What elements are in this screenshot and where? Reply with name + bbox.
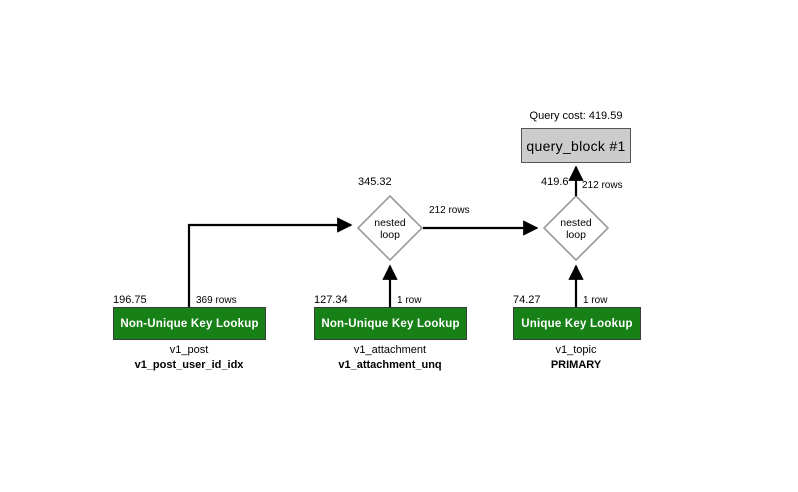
lookup-v1-post-title: Non-Unique Key Lookup xyxy=(120,317,259,330)
nested-loop-2-node[interactable]: nested loop xyxy=(544,196,608,262)
lookup-v1-attachment-rows: 1 row xyxy=(397,295,422,306)
nested-loop-1-line1: nested xyxy=(374,217,406,229)
lookup-v1-post-caption: v1_post v1_post_user_id_idx xyxy=(135,343,244,373)
lookup-v1-post-rows: 369 rows xyxy=(196,295,237,306)
lookup-v1-topic-title: Unique Key Lookup xyxy=(521,317,633,330)
lookup-v1-post-table: v1_post xyxy=(169,344,209,356)
nested-loop-2-shape[interactable] xyxy=(542,194,610,262)
lookup-v1-post-cost: 196.75 xyxy=(113,294,147,306)
nested-loop-2-line1: nested xyxy=(560,217,592,229)
query-cost-label: Query cost: 419.59 xyxy=(529,110,623,122)
query-block-node[interactable]: query_block #1 xyxy=(521,128,631,163)
nested-loop-2-line2: loop xyxy=(566,229,586,241)
nested-loop-2-text: nested loop xyxy=(544,196,608,262)
nested-loop-1-node[interactable]: nested loop xyxy=(358,196,422,262)
lookup-v1-topic-cost: 74.27 xyxy=(513,294,541,306)
nested-loop-2-rows: 212 rows xyxy=(582,180,623,191)
lookup-v1-attachment-index: v1_attachment_unq xyxy=(338,359,442,371)
nested-loop-1-cost: 345.32 xyxy=(358,176,392,188)
lookup-v1-attachment-title: Non-Unique Key Lookup xyxy=(321,317,460,330)
lookup-v1-post-index: v1_post_user_id_idx xyxy=(134,359,244,371)
nested-loop-1-rows: 212 rows xyxy=(429,205,470,216)
lookup-v1-topic-caption: v1_topic PRIMARY xyxy=(551,343,601,373)
lookup-v1-attachment-node[interactable]: Non-Unique Key Lookup xyxy=(314,307,467,340)
lookup-v1-post-node[interactable]: Non-Unique Key Lookup xyxy=(113,307,266,340)
nested-loop-1-line2: loop xyxy=(380,229,400,241)
nested-loop-1-shape[interactable] xyxy=(356,194,424,262)
lookup-v1-topic-index: PRIMARY xyxy=(550,359,602,371)
lookup-v1-topic-node[interactable]: Unique Key Lookup xyxy=(513,307,641,340)
lookup-v1-attachment-table: v1_attachment xyxy=(353,344,427,356)
lookup-v1-topic-rows: 1 row xyxy=(583,295,608,306)
query-block-label: query_block #1 xyxy=(526,137,626,154)
lookup-v1-attachment-cost: 127.34 xyxy=(314,294,348,306)
edge-v1post-to-nestedloop1 xyxy=(187,217,353,307)
nested-loop-2-cost: 419.6 xyxy=(541,176,569,188)
nested-loop-1-text: nested loop xyxy=(358,196,422,262)
lookup-v1-attachment-caption: v1_attachment v1_attachment_unq xyxy=(338,343,441,373)
lookup-v1-topic-table: v1_topic xyxy=(555,344,597,356)
